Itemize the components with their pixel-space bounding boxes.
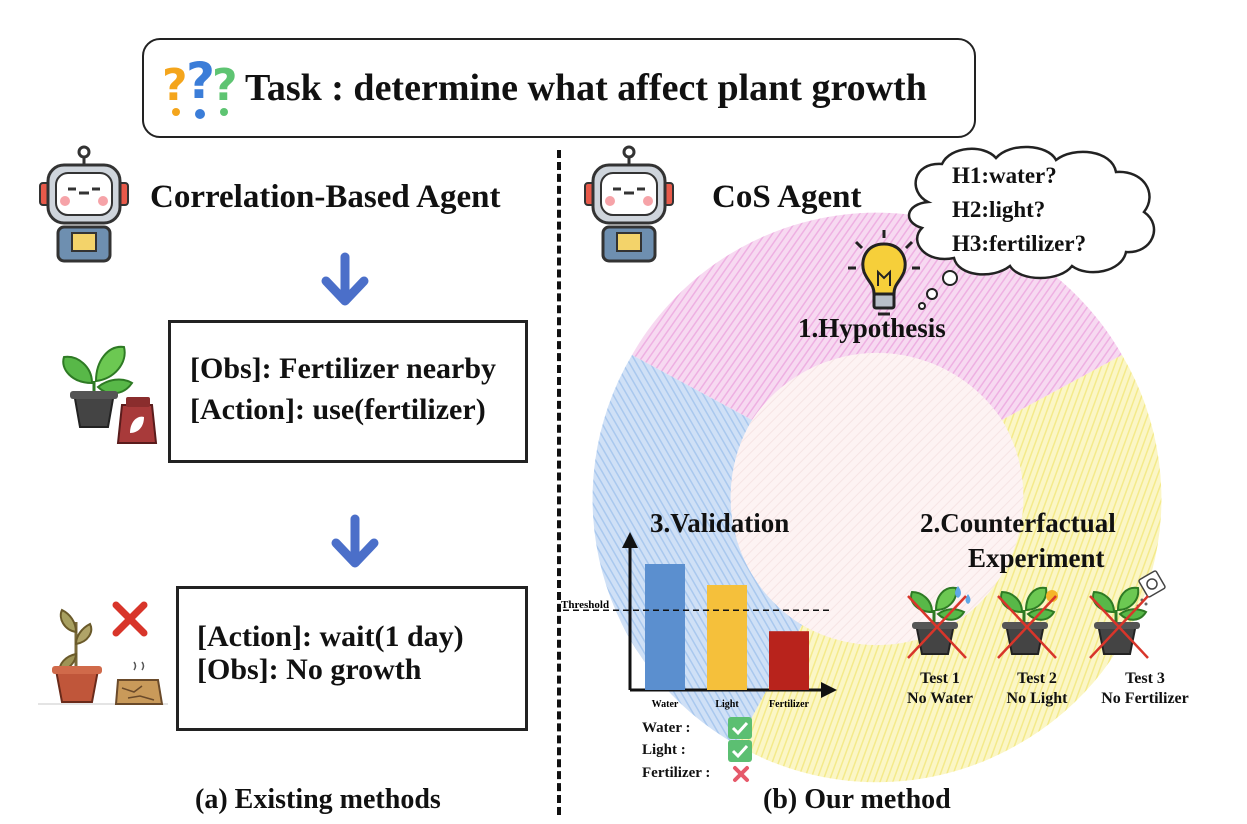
- test-2-label: Test 2 No Light: [987, 669, 1087, 709]
- check-icon-2: [728, 740, 752, 762]
- tick-label-light: Light: [715, 699, 739, 710]
- left-caption: (a) Existing methods: [195, 784, 441, 815]
- val-light-label: Light :: [642, 742, 686, 758]
- down-arrow-icon-2: [331, 514, 379, 568]
- hypothesis-3: H3:fertilizer?: [952, 231, 1087, 256]
- box1-line2: [Action]: use(fertilizer): [190, 393, 486, 426]
- svg-text:?: ?: [162, 60, 188, 111]
- hypothesis-2: H2:light?: [952, 197, 1046, 222]
- bar-light: [707, 585, 747, 690]
- hypothesis-1: H1:water?: [952, 163, 1057, 188]
- obs-action-box-1: [168, 320, 528, 463]
- tick-label-water: Water: [652, 699, 679, 710]
- right-agent-title: CoS Agent: [712, 179, 862, 215]
- box2-line2: [Obs]: No growth: [197, 653, 422, 686]
- task-box: [142, 38, 976, 138]
- check-icon: [728, 717, 752, 739]
- test-2-name: Test 2: [1017, 670, 1057, 687]
- question-marks-icon: ? ? ?: [162, 52, 238, 119]
- bar-water: [645, 564, 685, 690]
- bar-fertilizer: [769, 631, 809, 690]
- test-plant-light-icon: [997, 586, 1058, 659]
- withered-plant-icon: [38, 608, 168, 705]
- test-1-condition: No Water: [907, 690, 973, 707]
- test-1-name: Test 1: [920, 670, 960, 687]
- left-agent-title: Correlation-Based Agent: [150, 179, 501, 215]
- test-plant-fertilizer-icon: [1089, 570, 1166, 659]
- cross-icon-small: [733, 766, 749, 782]
- stage-counterfactual-1: 2.Counterfactual: [920, 508, 1116, 538]
- robot-icon-2: [584, 145, 674, 263]
- x-axis-arrow: [821, 682, 837, 698]
- test-3-label: Test 3 No Fertilizer: [1082, 669, 1208, 709]
- robot-icon: [39, 145, 129, 263]
- lightbulb-icon: [848, 230, 920, 316]
- box2-line1: [Action]: wait(1 day): [197, 620, 464, 653]
- svg-text:?: ?: [186, 52, 215, 110]
- down-arrow-icon: [321, 252, 369, 306]
- validation-chart: Water Light Fertilizer Threshold: [561, 532, 837, 710]
- plant-fertilizer-icon: [62, 345, 158, 444]
- threshold-label: Threshold: [561, 599, 609, 611]
- task-title: Task : determine what affect plant growt…: [245, 67, 927, 109]
- panel-divider: [557, 150, 561, 815]
- val-water-label: Water :: [642, 720, 691, 736]
- right-caption: (b) Our method: [763, 784, 951, 815]
- cross-icon: [112, 601, 148, 637]
- stage-validation: 3.Validation: [650, 508, 790, 538]
- val-fertilizer-label: Fertilizer :: [642, 765, 711, 781]
- test-1-label: Test 1 No Water: [890, 669, 990, 709]
- thought-cloud: [908, 145, 1156, 310]
- test-3-name: Test 3: [1125, 670, 1165, 687]
- box1-line1: [Obs]: Fertilizer nearby: [190, 352, 497, 385]
- y-axis-arrow: [622, 532, 638, 548]
- obs-action-box-2: [176, 586, 528, 731]
- svg-text:?: ?: [212, 60, 238, 111]
- test-plant-water-icon: [907, 586, 971, 659]
- tick-label-fertilizer: Fertilizer: [769, 699, 810, 710]
- test-2-condition: No Light: [1006, 690, 1068, 707]
- stage-counterfactual-2: Experiment: [968, 543, 1105, 573]
- stage-hypothesis: 1.Hypothesis: [798, 313, 946, 343]
- test-3-condition: No Fertilizer: [1101, 690, 1189, 707]
